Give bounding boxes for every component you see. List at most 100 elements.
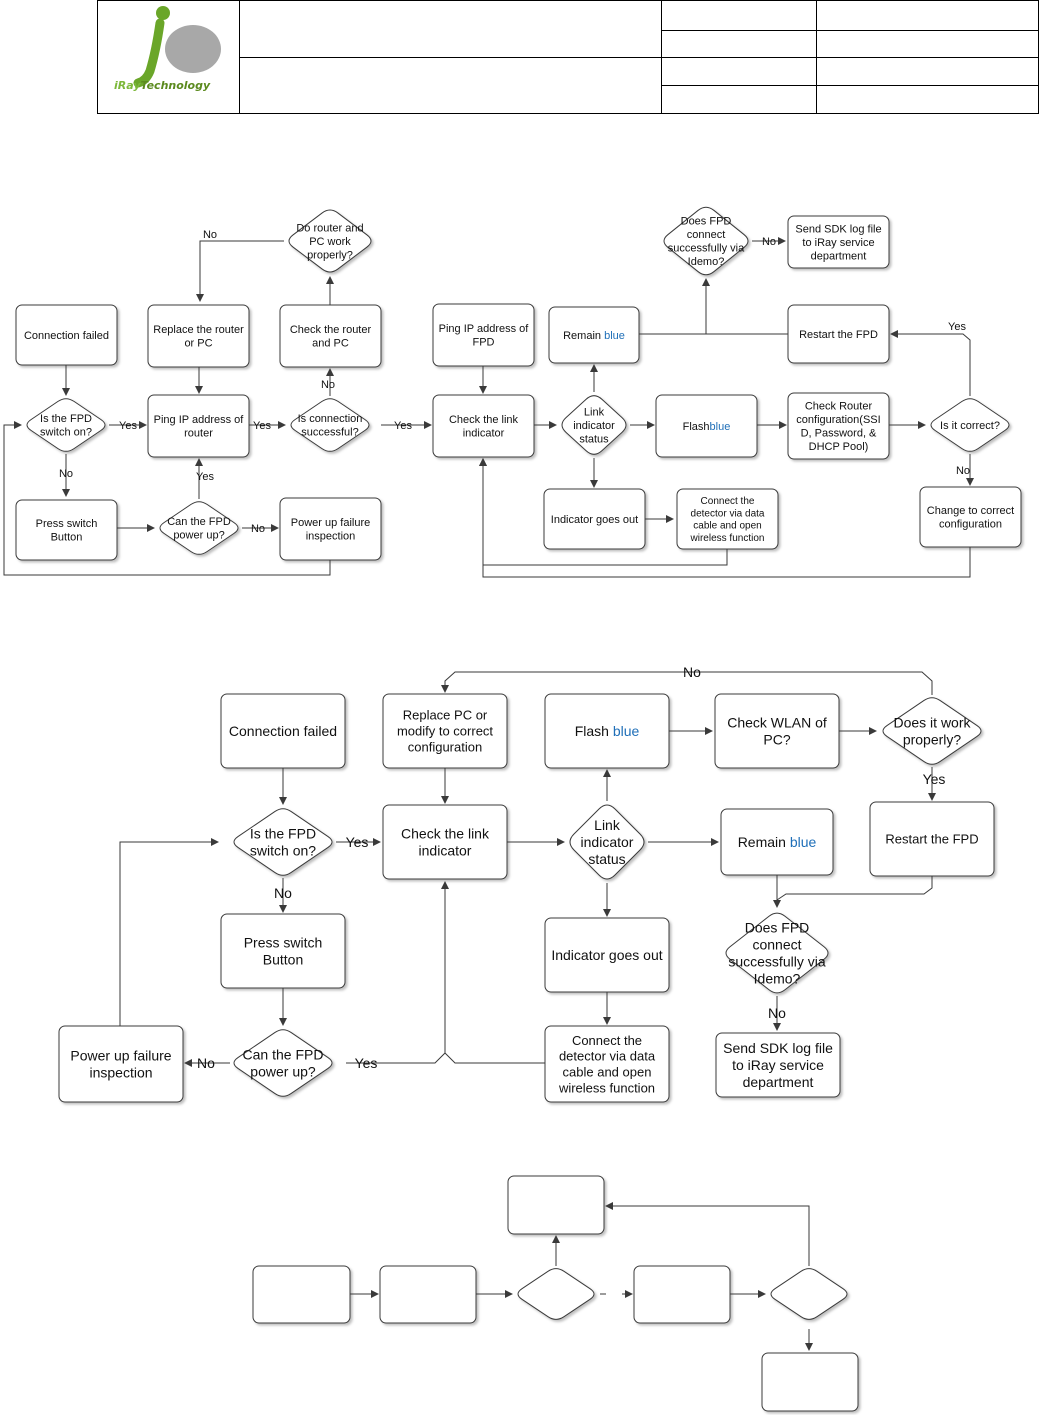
d1-is-it-correct-shape (930, 398, 1010, 452)
d1-does-fpd-connect-line: connect (687, 229, 726, 241)
d2-label-yes-1: Yes (346, 834, 369, 850)
d2-does-fpd-connect-line: Idemo? (754, 971, 801, 987)
d1-router-pc-work-line: PC work (309, 236, 351, 248)
company-logo: iRayTechnology (97, 0, 240, 114)
d1-connect-detector-line: Connect the (701, 496, 755, 507)
d2-remain-blue-line: Remain blue (738, 834, 817, 850)
d1-check-link-line: indicator (463, 428, 505, 440)
d1-label-no-4: No (203, 229, 217, 241)
d2-does-it-work-shape (882, 697, 982, 765)
d2-is-fpd-switch-on-shape (233, 808, 333, 876)
d1-send-sdk-line: Send SDK log file (795, 223, 881, 235)
d1-check-link-shape (432, 394, 535, 458)
d1-link-status-line: indicator (573, 420, 615, 432)
d3-diamond-2 (770, 1268, 848, 1320)
d1-flash-blue-line: Flashblue (683, 421, 731, 433)
d1-press-switch-line: Button (51, 532, 83, 544)
d3-box-3 (633, 1265, 731, 1324)
d2-power-up-failure-line: Power up failure (70, 1047, 171, 1063)
d2-label-yes-3: Yes (923, 771, 946, 787)
header-cell-a1 (661, 0, 817, 31)
d1-check-router-config-line: D, Password, & (801, 428, 877, 440)
d1-power-up-failure-line: inspection (306, 531, 356, 543)
d2-does-fpd-connect-shape (725, 912, 829, 994)
d1-remain-blue-shape (548, 306, 640, 364)
d3-box-2 (379, 1265, 477, 1324)
d2-send-sdk-line: to iRay service (732, 1057, 824, 1073)
d2-does-it-work-line: properly? (903, 731, 962, 747)
d1-ping-router-line: Ping IP address of (154, 414, 245, 426)
d2-flash-blue: Flash blue (544, 693, 670, 769)
d1-does-fpd-connect-line: successfully via (668, 243, 745, 255)
d2-connect-detector-shape (544, 1025, 670, 1103)
d1-router-pc-work-line: properly? (307, 249, 353, 261)
d2-send-sdk-line: Send SDK log file (723, 1040, 833, 1056)
d1-restart-fpd: Restart the FPD (787, 304, 890, 364)
d1-router-pc-work-line: Do router and (296, 222, 363, 234)
d2-does-fpd-connect-line: connect (752, 936, 801, 952)
d2-connect-detector-line: Connect the (572, 1033, 642, 1048)
d2-edge-failure-loop (119, 838, 219, 1026)
d1-check-router-pc-line: Check the router (290, 324, 372, 336)
d1-label-no-5: No (956, 465, 970, 477)
d3-box-1 (252, 1265, 351, 1324)
d1-label-no-3: No (321, 379, 335, 391)
d1-flash-blue-shape (655, 394, 758, 458)
d1-power-up-failure-line: Power up failure (291, 517, 371, 529)
d1-connect-detector-line: detector via data (691, 508, 765, 519)
d2-edge-work-replace (441, 671, 933, 695)
d1-replace-router-line: or PC (184, 338, 212, 350)
d1-label-yes-1: Yes (196, 471, 214, 483)
d1-check-router-config-line: DHCP Pool) (809, 441, 869, 453)
d1-indicator-out-line: Indicator goes out (551, 514, 638, 526)
d1-link-status-shape (561, 395, 627, 455)
logo-graphic (133, 6, 221, 88)
d3-diamond-1 (517, 1268, 595, 1320)
d1-edge-work-replace (196, 240, 284, 302)
d2-link-status-line: Link (594, 817, 621, 833)
header-cell-b4 (816, 85, 1039, 114)
d2-label-no-4: No (768, 1005, 786, 1021)
d3-box-3-shape (633, 1265, 731, 1324)
d1-send-sdk-line: department (811, 250, 867, 262)
d1-link-status-line: status (579, 433, 609, 445)
d1-restart-fpd-line: Restart the FPD (799, 329, 878, 341)
d1-check-router-config-shape (787, 392, 890, 460)
d2-label-no-3: No (683, 664, 701, 680)
d3-box-bottom (761, 1352, 859, 1412)
d2-label-yes-2: Yes (355, 1055, 378, 1071)
d1-edge-correct-restart (890, 330, 971, 396)
d2-does-fpd-connect-line: successfully via (728, 953, 825, 969)
d1-label-no-6: No (762, 236, 776, 248)
d1-ping-fpd-line: Ping IP address of (439, 323, 530, 335)
d2-does-fpd-connect-line: Does FPD (745, 919, 810, 935)
d2-label-no-2: No (197, 1055, 215, 1071)
d1-check-router-config-line: configuration(SSI (796, 414, 880, 426)
d2-edge-restart-fpd (776, 876, 933, 901)
d1-remain-blue-line: Remain blue (563, 330, 625, 342)
d2-restart-fpd: Restart the FPD (869, 801, 995, 877)
d1-is-it-correct-line: Is it correct? (940, 420, 1000, 432)
d1-edge-remain-merge (639, 278, 710, 335)
d2-power-up-failure-line: inspection (89, 1064, 152, 1080)
d2-edge-can-link (346, 881, 449, 1064)
d2-does-it-work-line: Does it work (893, 714, 971, 730)
header-cell-a4 (661, 85, 817, 114)
d1-flash-blue: Flashblue (655, 394, 758, 458)
d2-is-fpd-switch-on-line: Is the FPD (250, 825, 316, 841)
d2-is-fpd-switch-on-line: switch on? (250, 842, 316, 858)
d1-indicator-out: Indicator goes out (543, 488, 646, 550)
